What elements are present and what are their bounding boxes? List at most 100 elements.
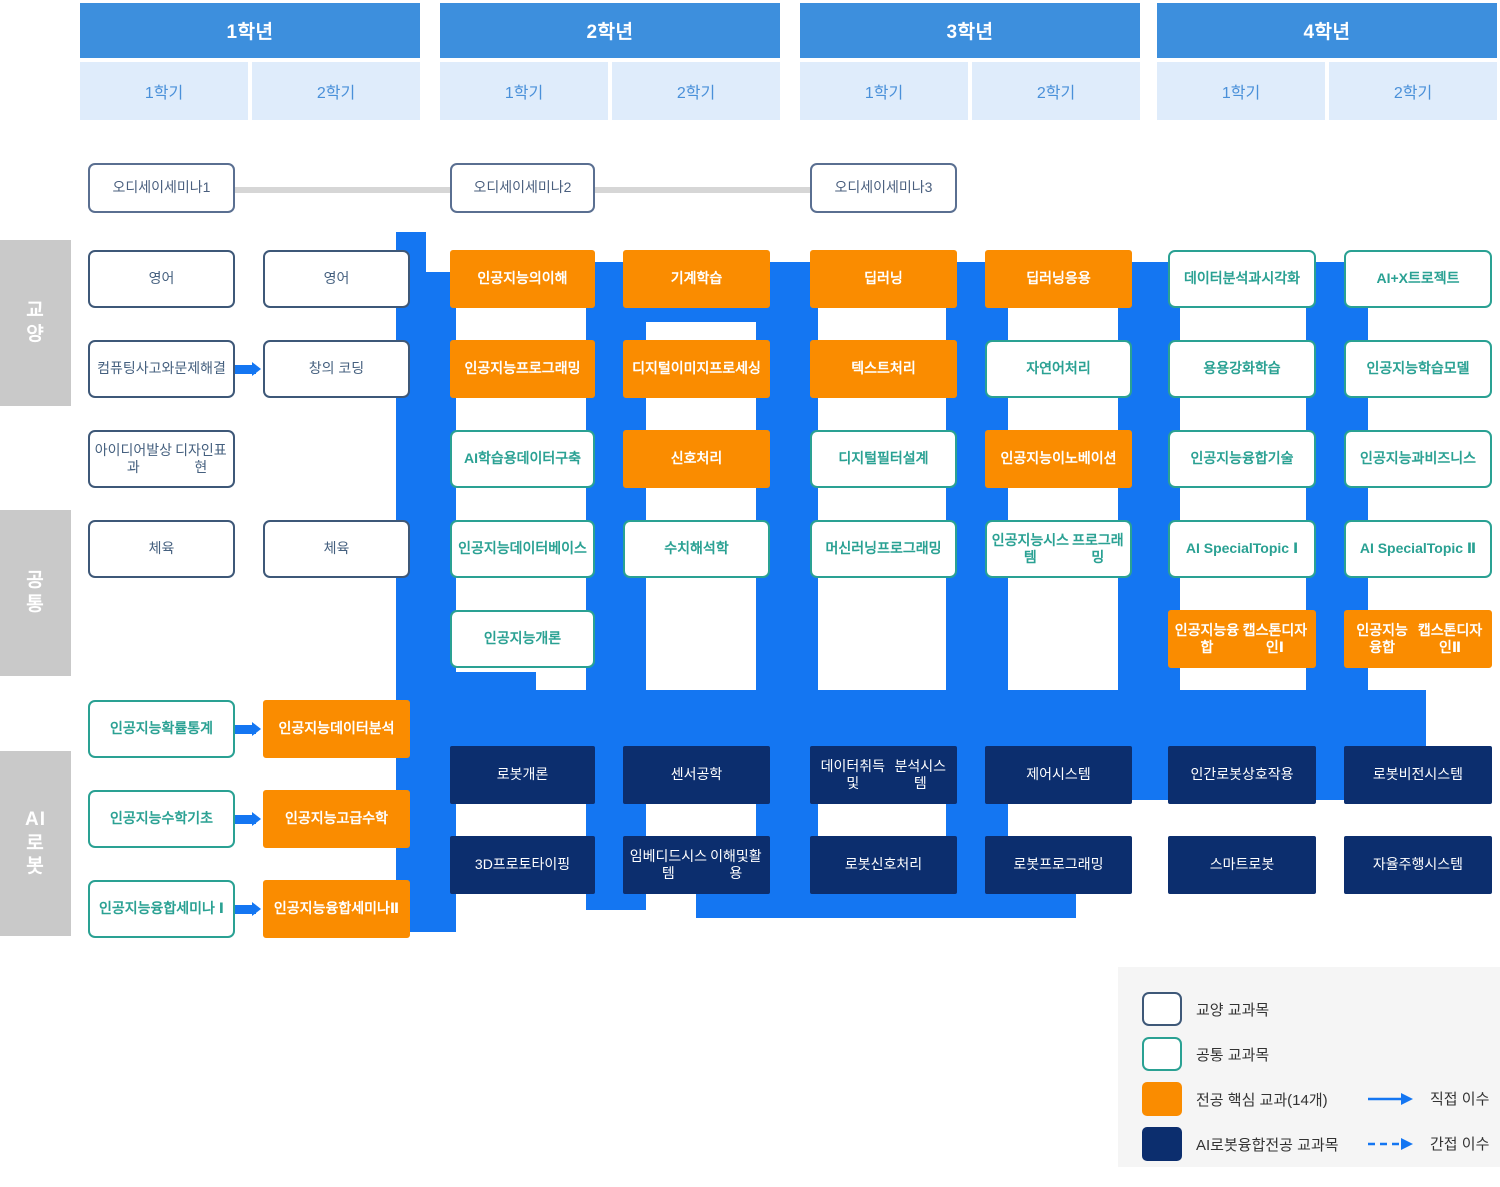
course-label-line: 인공지능프로그래밍: [464, 360, 581, 377]
course-label-line: 자연어처리: [1026, 360, 1091, 377]
course-box[interactable]: 로봇프로그래밍: [985, 836, 1132, 894]
course-box[interactable]: 딥러닝: [810, 250, 957, 308]
course-box[interactable]: 로봇개론: [450, 746, 595, 804]
course-label-line: 인간로봇상호작용: [1190, 766, 1294, 783]
course-label-line: 체육: [148, 540, 175, 557]
course-label-line: 인공지능융합: [273, 900, 352, 917]
course-label-line: 비즈니스: [1424, 450, 1476, 467]
course-box[interactable]: 로봇비전시스템: [1344, 746, 1492, 804]
course-label-line: 인공지능시스템: [991, 531, 1070, 565]
course-label-line: 인공지능: [1190, 450, 1242, 467]
course-box[interactable]: 수치해석학: [623, 520, 770, 578]
category-label-airobot-char-3: 봇: [26, 856, 45, 878]
legend-item-gongtong: 공통 교과목: [1142, 1037, 1269, 1071]
course-label-line: 데이터분석: [330, 720, 395, 737]
legend-item-gyoyang: 교양 교과목: [1142, 992, 1269, 1026]
year-header-1: 1학년: [80, 3, 420, 58]
course-label-line: 로봇프로그래밍: [1013, 856, 1104, 873]
course-label-line: 인공지능융합: [1356, 621, 1408, 655]
course-box[interactable]: 3D프로토타이핑: [450, 836, 595, 894]
course-label-line: 캡스톤디자인Ⅱ: [1417, 621, 1483, 655]
legend-item-major: 전공 핵심 교과(14개): [1142, 1082, 1328, 1116]
arrow-dashed-icon: [1368, 1137, 1413, 1150]
legend-arrow-label: 직접 이수: [1430, 1091, 1490, 1108]
course-box[interactable]: 인공지능프로그래밍: [450, 340, 595, 398]
category-label-gyoyang: 교 양: [0, 240, 71, 406]
course-label-line: 인공지능: [458, 540, 510, 557]
course-label-line: 프로그래밍: [1072, 531, 1124, 565]
course-box[interactable]: 인공지능개론: [450, 610, 595, 668]
course-label-line: 필터설계: [877, 450, 929, 467]
course-box[interactable]: 영어: [263, 250, 410, 308]
odyssey-seminar-1[interactable]: 오디세이세미나1: [88, 163, 235, 213]
course-label-line: 인공지능과: [1360, 450, 1425, 467]
course-label-line: 인공지능의이해: [477, 270, 568, 287]
course-box[interactable]: 딥러닝응용: [985, 250, 1132, 308]
course-label-line: 스마트로봇: [1209, 856, 1275, 873]
course-box[interactable]: 창의 코딩: [263, 340, 410, 398]
year-header-2: 2학년: [440, 3, 780, 58]
course-box[interactable]: 제어시스템: [985, 746, 1132, 804]
course-label-line: AI Special: [1359, 540, 1427, 557]
odyssey-seminar-3[interactable]: 오디세이세미나3: [810, 163, 957, 213]
course-box[interactable]: 인공지능의이해: [450, 250, 595, 308]
category-label-airobot: AI 로 봇: [0, 751, 71, 936]
course-label-line: 딥러닝응용: [1026, 270, 1091, 287]
legend-swatch-gongtong: [1142, 1037, 1182, 1071]
course-box[interactable]: 텍스트처리: [810, 340, 957, 398]
course-box[interactable]: 인공지능융합 캡스톤디자인Ⅱ: [1344, 610, 1492, 668]
course-box[interactable]: 신호처리: [623, 430, 770, 488]
course-box[interactable]: 자연어처리: [985, 340, 1132, 398]
course-box[interactable]: 자율주행시스템: [1344, 836, 1492, 894]
course-label-line: 아이디어발상과: [94, 441, 173, 475]
course-box[interactable]: 인간로봇상호작용: [1168, 746, 1316, 804]
course-label-line: 인공지능: [1000, 450, 1053, 467]
course-label-line: 기계학습: [670, 270, 723, 287]
course-label-line: 이노베이션: [1052, 450, 1117, 467]
course-label-line: 프로그래밍: [877, 540, 942, 557]
course-box[interactable]: 로봇신호처리: [810, 836, 957, 894]
course-box[interactable]: 센서공학: [623, 746, 770, 804]
course-label-line: 컴퓨팅사고와: [97, 360, 175, 377]
course-label-line: Topic Ⅰ: [1252, 540, 1299, 557]
year-header-3: 3학년: [800, 3, 1140, 58]
course-label-line: 인공지능: [278, 720, 331, 737]
course-box[interactable]: 체육: [263, 520, 410, 578]
course-box[interactable]: 기계학습: [623, 250, 770, 308]
semester-header-y2-s2: 2학기: [612, 62, 780, 120]
category-label-gyoyang-char-1: 교: [26, 300, 45, 322]
course-box[interactable]: 용용강화학습: [1168, 340, 1316, 398]
course-box[interactable]: 체육: [88, 520, 235, 578]
odyssey-seminar-2[interactable]: 오디세이세미나2: [450, 163, 595, 213]
course-box[interactable]: 스마트로봇: [1168, 836, 1316, 894]
semester-header-y1-s2: 2학기: [252, 62, 420, 120]
course-label-line: 트로젝트: [1407, 270, 1460, 287]
course-box[interactable]: 영어: [88, 250, 235, 308]
